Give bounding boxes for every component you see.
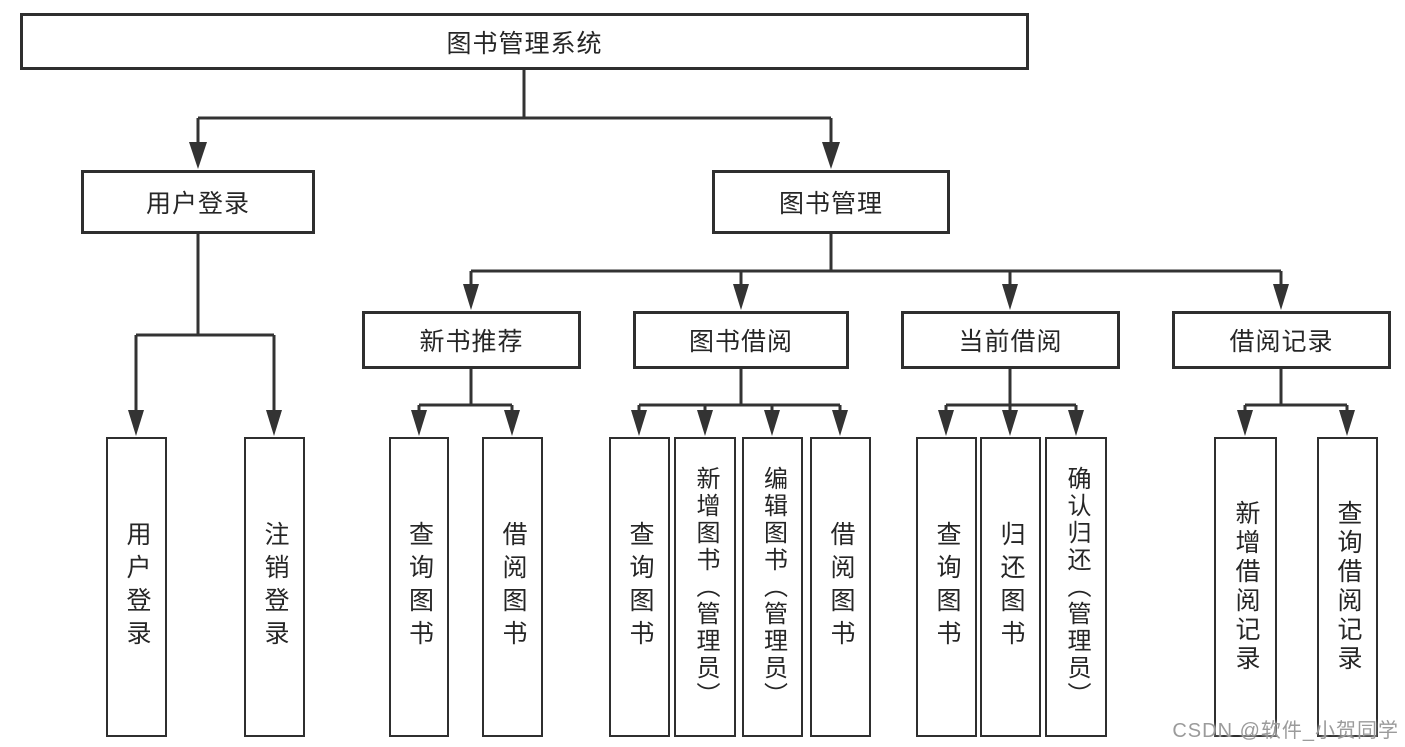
node-leaf-logout: 注销登录 [244,437,305,737]
node-label: 编辑图书（管理员） [759,465,787,709]
node-leaf-borrow-books: 借阅图书 [810,437,871,737]
node-leaf-add-book-admin: 新增图书（管理员） [674,437,736,737]
node-leaf-confirm-return-admin: 确认归还（管理员） [1045,437,1107,737]
node-label: 图书管理系统 [446,29,603,58]
node-label: 新书推荐 [419,328,524,356]
connector-borrow-record-children [1237,369,1355,436]
node-label: 借阅记录 [1229,328,1334,356]
node-label: 注销登录 [261,521,289,653]
node-leaf-user-login: 用户登录 [106,437,167,737]
node-label: 查询图书 [626,521,654,653]
connector-book-borrow-children [631,369,848,436]
node-leaf-borrow-books-recommend: 借阅图书 [482,437,543,737]
node-label: 归还图书 [997,521,1025,653]
node-new-book-recommend: 新书推荐 [362,311,581,369]
node-leaf-edit-book-admin: 编辑图书（管理员） [742,437,803,737]
node-book-borrow: 图书借阅 [633,311,849,369]
node-label: 借阅图书 [499,521,527,653]
node-book-management: 图书管理 [712,170,950,234]
csdn-watermark: CSDN @软件_小贺同学 [1172,720,1399,742]
node-label: 图书管理 [778,190,883,218]
node-label: 借阅图书 [827,521,855,653]
node-leaf-return-book: 归还图书 [980,437,1041,737]
node-library-management-system: 图书管理系统 [20,13,1029,70]
node-user-login: 用户登录 [81,170,315,234]
node-label: 新增借阅记录 [1232,500,1260,674]
connector-user-login-children [128,234,282,436]
node-label: 图书借阅 [688,328,793,356]
node-leaf-search-books-current: 查询图书 [916,437,977,737]
node-borrow-record: 借阅记录 [1172,311,1391,369]
node-label: 查询图书 [405,521,434,653]
node-label: 查询借阅记录 [1334,500,1362,674]
node-label: 当前借阅 [958,328,1063,356]
connector-root-to-level2 [189,70,840,169]
node-label: 确认归还（管理员） [1063,465,1090,709]
node-label: 查询图书 [933,521,961,653]
node-leaf-search-borrow-record: 查询借阅记录 [1317,437,1378,737]
node-leaf-search-books-borrow: 查询图书 [609,437,670,737]
node-leaf-add-borrow-record: 新增借阅记录 [1214,437,1277,737]
node-current-borrow: 当前借阅 [901,311,1120,369]
connector-current-borrow-children [938,369,1084,436]
node-label: 用户登录 [145,190,250,218]
connector-new-book-children [411,369,520,436]
node-label: 用户登录 [123,521,151,653]
connector-book-management-to-level3 [463,234,1289,310]
node-label: 新增图书（管理员） [692,465,719,709]
node-leaf-search-books-recommend: 查询图书 [389,437,449,737]
